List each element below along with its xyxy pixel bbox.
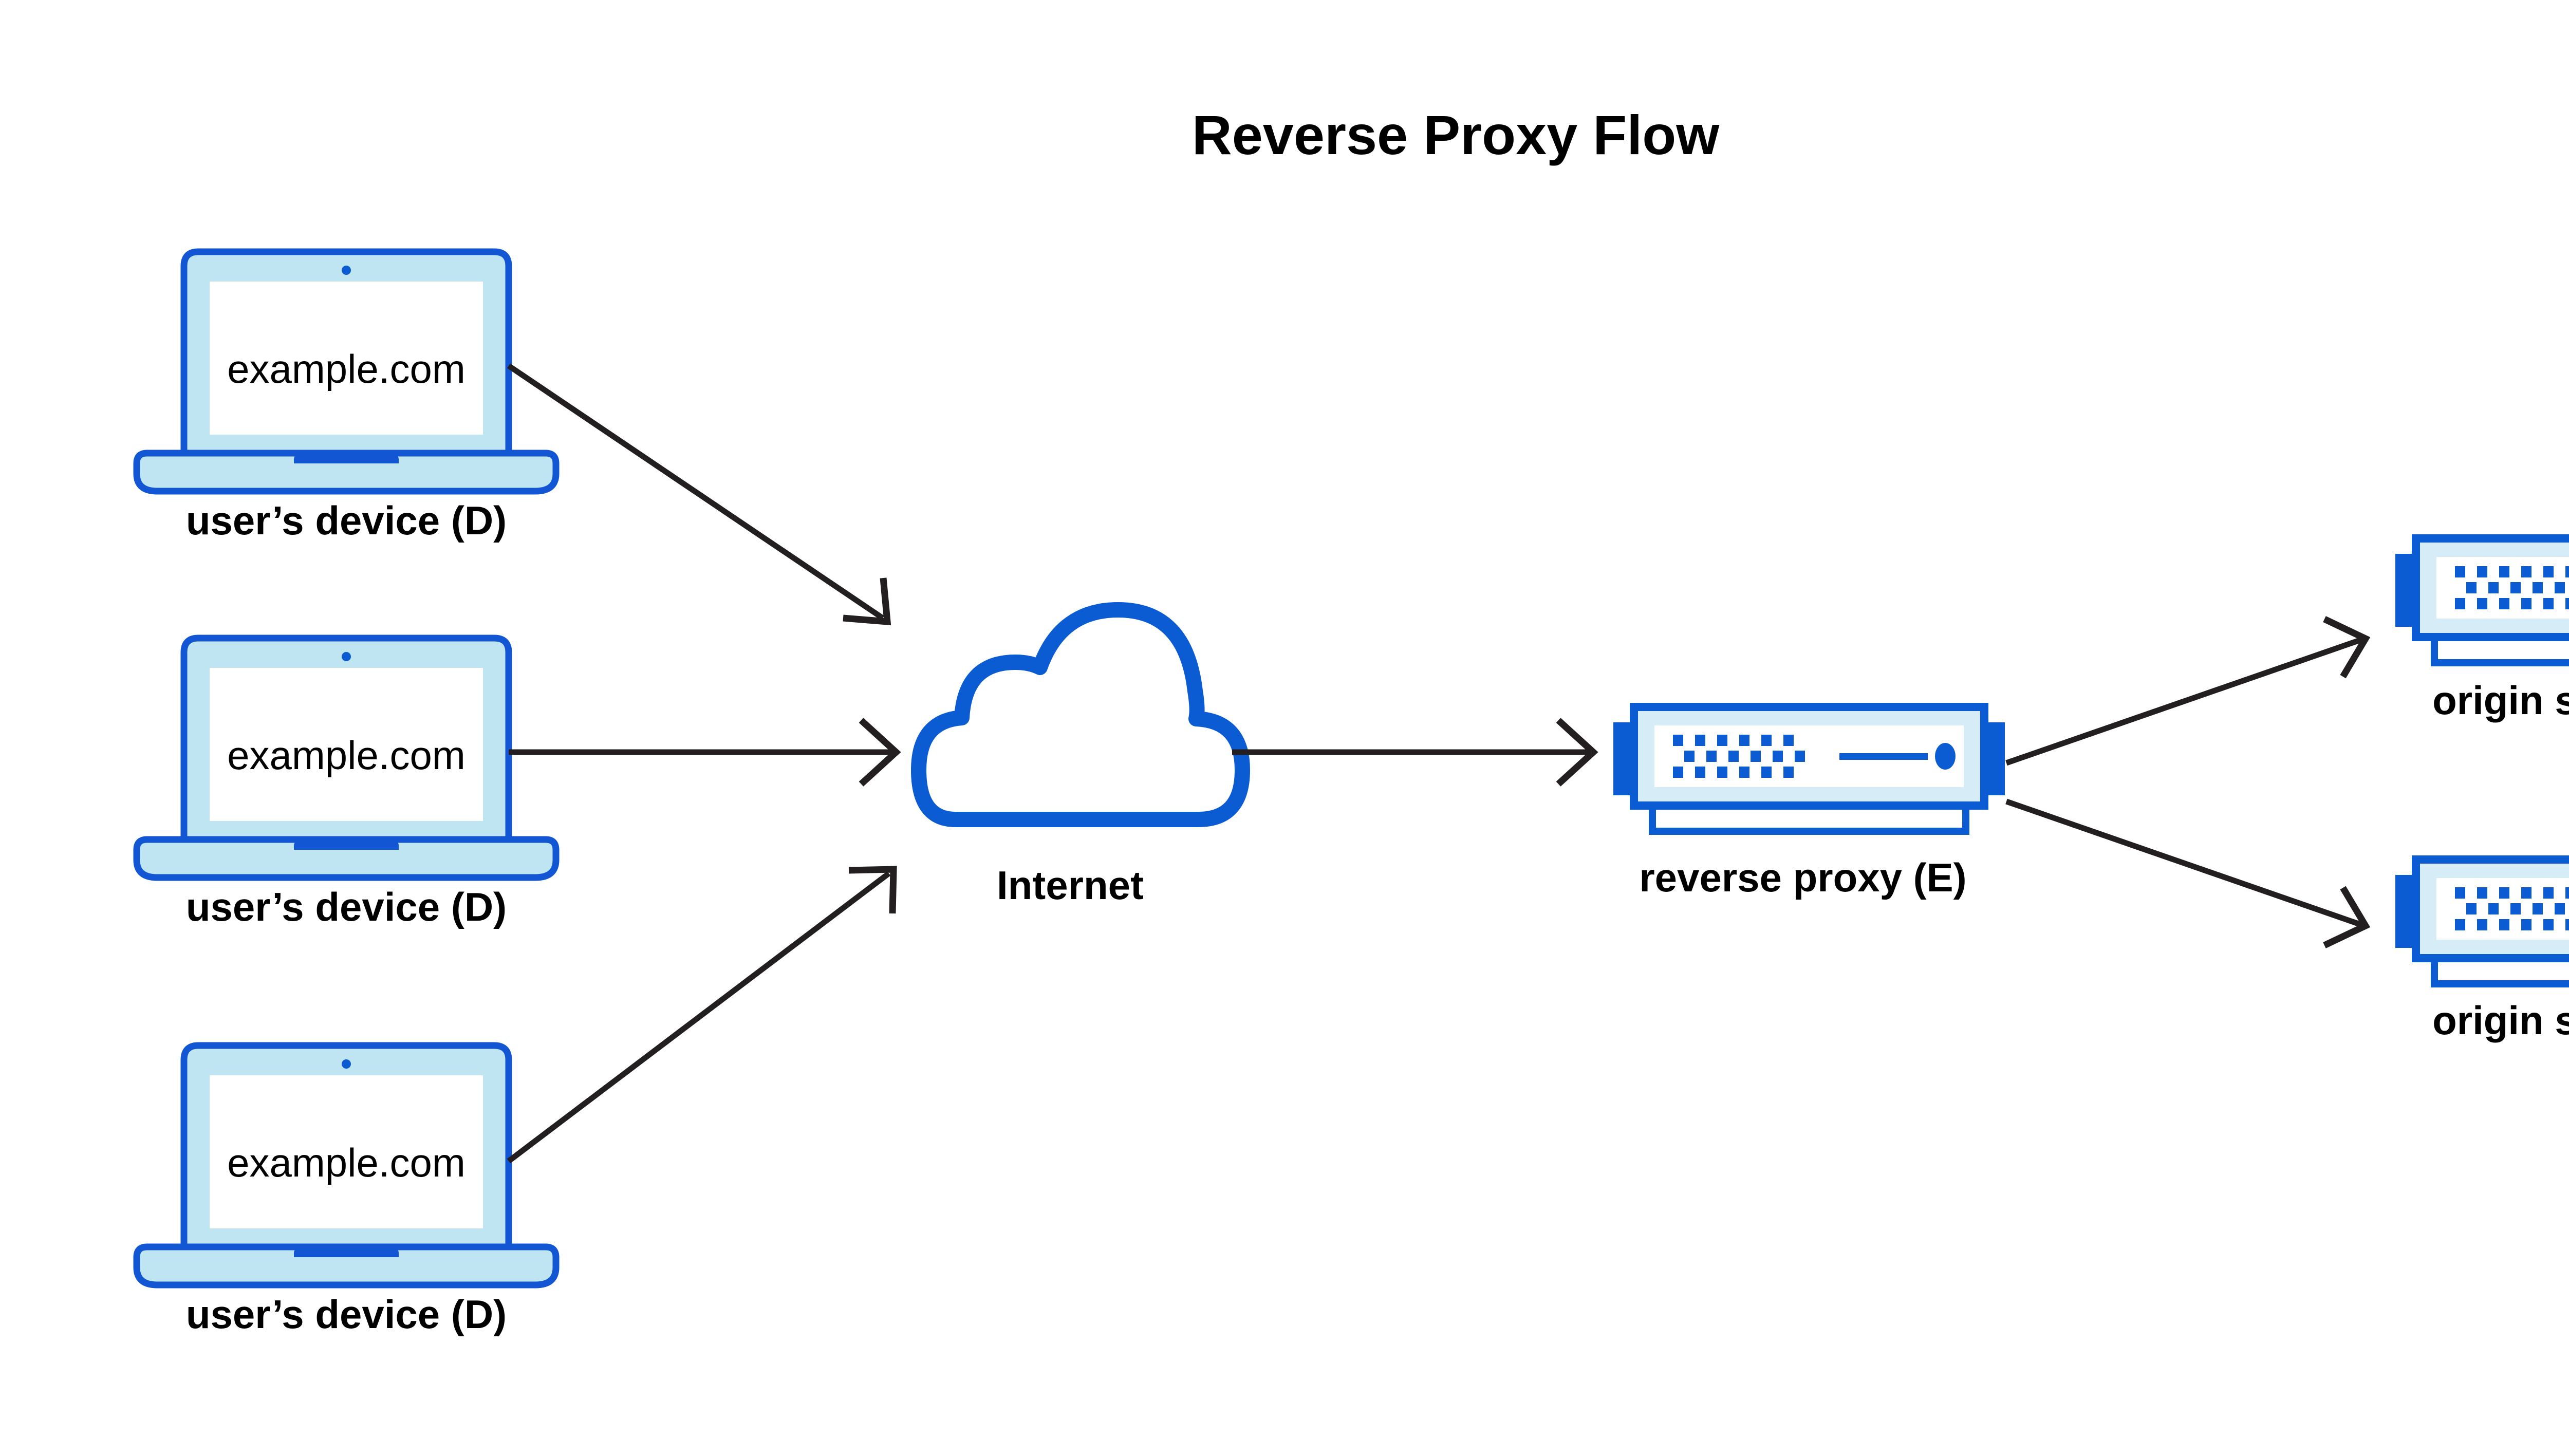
edge-client3-to-internet <box>507 866 897 1164</box>
origin-server-2[interactable]: origin server (F) <box>2395 860 2569 1043</box>
client-label-3: user’s device (D) <box>186 1292 507 1337</box>
edge-proxy-to-origin1 <box>2005 616 2371 766</box>
client-screen-url-1: example.com <box>227 346 466 391</box>
reverse-proxy-node[interactable]: reverse proxy (E) <box>1613 707 2005 900</box>
internet-cloud[interactable]: Internet <box>911 602 1250 908</box>
client-device-1[interactable]: example.com user’s device (D) <box>137 252 556 543</box>
client-device-3[interactable]: example.com user’s device (D) <box>137 1046 556 1337</box>
origin-label-1: origin server (F) <box>2432 678 2569 723</box>
origin-server-1[interactable]: origin server (F) <box>2395 538 2569 723</box>
internet-label: Internet <box>997 863 1144 908</box>
edge-client2-to-internet <box>509 718 901 787</box>
edge-client1-to-internet <box>507 363 891 626</box>
page-title: Reverse Proxy Flow <box>1192 104 1720 166</box>
client-screen-url-3: example.com <box>227 1140 466 1185</box>
edge-proxy-to-origin2 <box>2005 798 2371 948</box>
client-label-2: user’s device (D) <box>186 884 507 929</box>
origin-label-2: origin server (F) <box>2432 998 2569 1043</box>
client-label-1: user’s device (D) <box>186 498 507 543</box>
client-screen-url-2: example.com <box>227 733 466 778</box>
client-device-2[interactable]: example.com user’s device (D) <box>137 638 556 929</box>
edge-internet-to-proxy <box>1232 718 1598 787</box>
reverse-proxy-label: reverse proxy (E) <box>1639 855 1966 900</box>
cloud-icon <box>911 602 1250 827</box>
